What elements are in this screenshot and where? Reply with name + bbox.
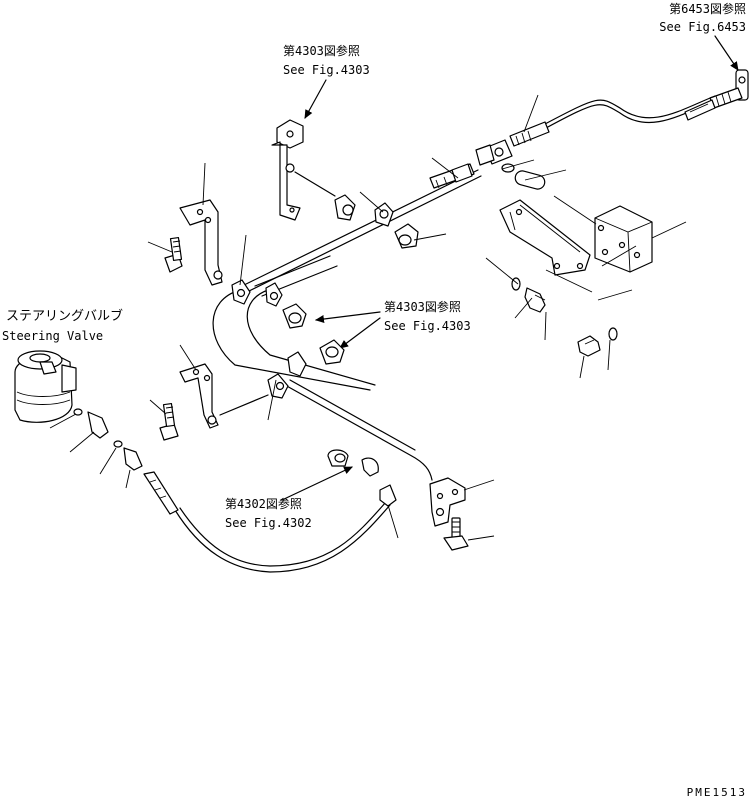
steering-valve-label-jp: ステアリングバルブ	[6, 308, 123, 324]
mid-clamp-parts	[282, 303, 345, 365]
ref-fig4302-jp: 第4302図参照	[225, 496, 302, 511]
ref-fig4303-mid: 第4303図参照 See Fig.4303	[315, 299, 471, 349]
ref-fig4303-mid-en: See Fig.4303	[384, 319, 471, 333]
ref-fig4302-en: See Fig.4302	[225, 516, 312, 530]
leader-lines	[49, 94, 687, 541]
left-upper-bracket	[164, 199, 223, 286]
left-loop-clamps	[231, 279, 307, 377]
ref-fig6453-en: See Fig.6453	[659, 20, 746, 34]
right-bolts	[511, 277, 618, 357]
ref-fig4303-top-en: See Fig.4303	[283, 63, 370, 77]
center-fittings	[429, 121, 550, 190]
ref-fig6453: 第6453図参照 See Fig.6453	[659, 1, 746, 71]
steering-valve-label-en: Steering Valve	[2, 329, 103, 343]
ref-fig4302: 第4302図参照 See Fig.4302	[225, 466, 353, 530]
top-clamp-bracket	[271, 119, 356, 221]
right-lower-bracket	[429, 477, 469, 551]
valve-fittings	[73, 408, 179, 515]
right-bracket	[499, 199, 591, 276]
steering-valve-label: ステアリングバルブ Steering Valve	[2, 308, 123, 343]
ref-fig4303-top: 第4303図参照 See Fig.4303	[283, 43, 370, 119]
top-right-elbow-fitting	[684, 69, 749, 121]
right-box	[594, 205, 653, 273]
lower-center-parts	[327, 449, 397, 507]
left-lower-bracket	[159, 363, 289, 441]
steering-valve	[14, 350, 77, 423]
drawing-code: PME1513	[687, 786, 747, 799]
ref-fig4303-mid-jp: 第4303図参照	[384, 299, 461, 314]
ref-fig6453-jp: 第6453図参照	[669, 1, 746, 16]
ref-fig4303-top-jp: 第4303図参照	[283, 43, 360, 58]
